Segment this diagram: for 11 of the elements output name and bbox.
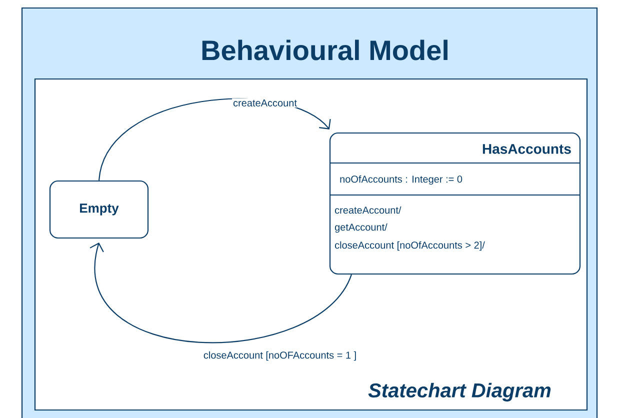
- edge-label: createAccount: [232, 98, 298, 108]
- operation: createAccount/: [334, 206, 402, 214]
- operation: closeAccount [noOfAccounts > 2]/: [334, 241, 485, 251]
- operation: getAccount/: [334, 223, 388, 233]
- attribute: noOfAccounts : Integer := 0: [340, 175, 462, 185]
- frame-caption: Statechart Diagram: [368, 382, 551, 402]
- panel-title: Behavioural Model: [202, 40, 448, 60]
- edge-label: closeAccount [noOFAccounts = 1 ]: [202, 350, 358, 362]
- state-box: Empty: [49, 180, 149, 239]
- arrow: [90, 242, 352, 343]
- state-name: HasAccounts: [482, 144, 571, 154]
